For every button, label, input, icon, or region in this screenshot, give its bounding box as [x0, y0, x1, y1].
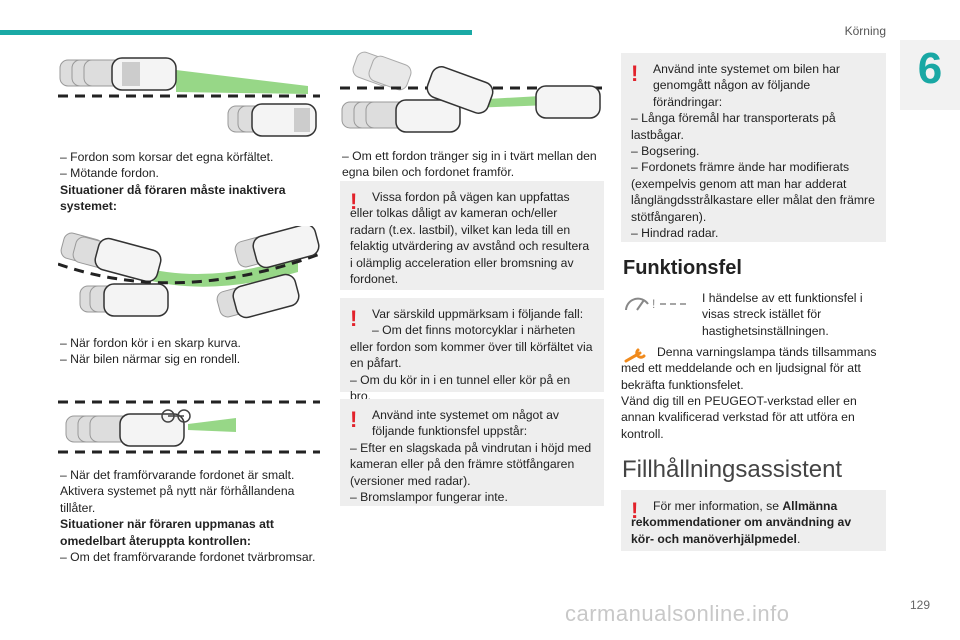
warning-text: Använd inte systemet om något av följand…	[372, 408, 559, 439]
warning-icon: !	[631, 498, 639, 523]
col1-block-b: – När fordon kör i en skarp kurva. – När…	[60, 335, 316, 368]
fault-text-2: Denna varningslampa tänds tillsammans me…	[621, 345, 877, 392]
warning-icon: !	[631, 61, 639, 86]
illustration-cut-in-vehicle	[340, 51, 602, 133]
footer-watermark: carmanualsonline.info	[565, 601, 790, 626]
page-number: 129	[910, 598, 931, 612]
speedometer-dash-icon: !	[625, 297, 686, 311]
chapter-number: 6	[917, 44, 943, 93]
warning-list-item: – Fordonets främre ände har modifierats …	[631, 160, 875, 224]
paragraph: Aktivera systemet på nytt när förhålland…	[60, 484, 295, 515]
list-item: – Om ett fordon tränger sig in i tvärt m…	[342, 149, 597, 180]
warning-list-item: – Efter en slagskada på vindrutan i höjd…	[350, 440, 592, 488]
section-heading: Situationer då föraren måste inaktivera …	[60, 182, 286, 214]
warning-text: För mer information, se Allmänna rekomme…	[631, 498, 876, 547]
illustration-sharp-curve	[58, 226, 320, 319]
warning-text: Var särskild uppmärksam i följande fall:	[372, 307, 584, 321]
warning-text: Vissa fordon på vägen kan uppfattas elle…	[350, 190, 590, 287]
fault-text-1: I händelse av ett funktionsfel i visas s…	[702, 291, 863, 338]
warning-box-info: ! För mer information, se Allmänna rekom…	[621, 490, 886, 551]
col2-intro: – Om ett fordon tränger sig in i tvärt m…	[342, 148, 600, 181]
warning-box-malfunctions: ! Använd inte systemet om något av följa…	[340, 399, 604, 506]
warning-text-post: .	[796, 531, 801, 546]
list-item: – Om det framförvarande fordonet tvärbro…	[60, 550, 316, 565]
warning-box-attention: ! Var särskild uppmärksam i följande fal…	[340, 298, 604, 403]
wrench-warning-icon	[622, 345, 652, 367]
list-item: – När det framförvarande fordonet är sma…	[60, 468, 295, 482]
list-item: – Mötande fordon.	[60, 166, 159, 181]
col1-block-c: – När det framförvarande fordonet är sma…	[60, 467, 318, 565]
warning-text-pre: För mer information, se	[653, 499, 783, 513]
warning-icon: !	[350, 189, 358, 214]
section-heading: Situationer när föraren uppmanas att ome…	[60, 517, 274, 548]
list-item: – När bilen närmar sig en rondell.	[60, 352, 241, 367]
warning-icon: !	[350, 407, 358, 432]
illustration-narrow-vehicle	[58, 400, 320, 454]
warning-list-item: – Bogsering.	[631, 144, 700, 159]
chapter-tab: 6	[900, 40, 960, 110]
warning-box-modifications: ! Använd inte systemet om bilen har geno…	[621, 53, 886, 242]
warning-list-item: – Om det finns motorcyklar i närheten el…	[350, 323, 593, 371]
fault-text-3: Vänd dig till en PEUGEOT-verkstad eller …	[621, 394, 857, 441]
list-item: – Fordon som korsar det egna körfältet.	[60, 150, 274, 164]
warning-text: Använd inte systemet om bilen har genomg…	[653, 62, 840, 109]
heading-funktionsfel: Funktionsfel	[623, 257, 742, 279]
warning-icon: !	[350, 306, 358, 331]
list-item: – När fordon kör i en skarp kurva.	[60, 336, 241, 350]
heading-fillhallningsassistent: Fillhållningsassistent	[622, 456, 843, 483]
col1-block-a: – Fordon som korsar det egna körfältet. …	[60, 149, 316, 215]
warning-list-item: – Bromslampor fungerar inte.	[350, 490, 508, 505]
header-accent-bar	[0, 30, 472, 35]
warning-list-item: – Hindrad radar.	[631, 226, 719, 241]
warning-list-item: – Långa föremål har transporterats på la…	[631, 111, 836, 142]
svg-text:!: !	[652, 297, 655, 311]
illustration-crossing-vehicle	[58, 57, 320, 137]
reference-link[interactable]: Allmänna rekommendationer om användning …	[631, 499, 852, 546]
section-title: Körning	[844, 24, 886, 38]
warning-box-detection: ! Vissa fordon på vägen kan uppfattas el…	[340, 181, 604, 290]
